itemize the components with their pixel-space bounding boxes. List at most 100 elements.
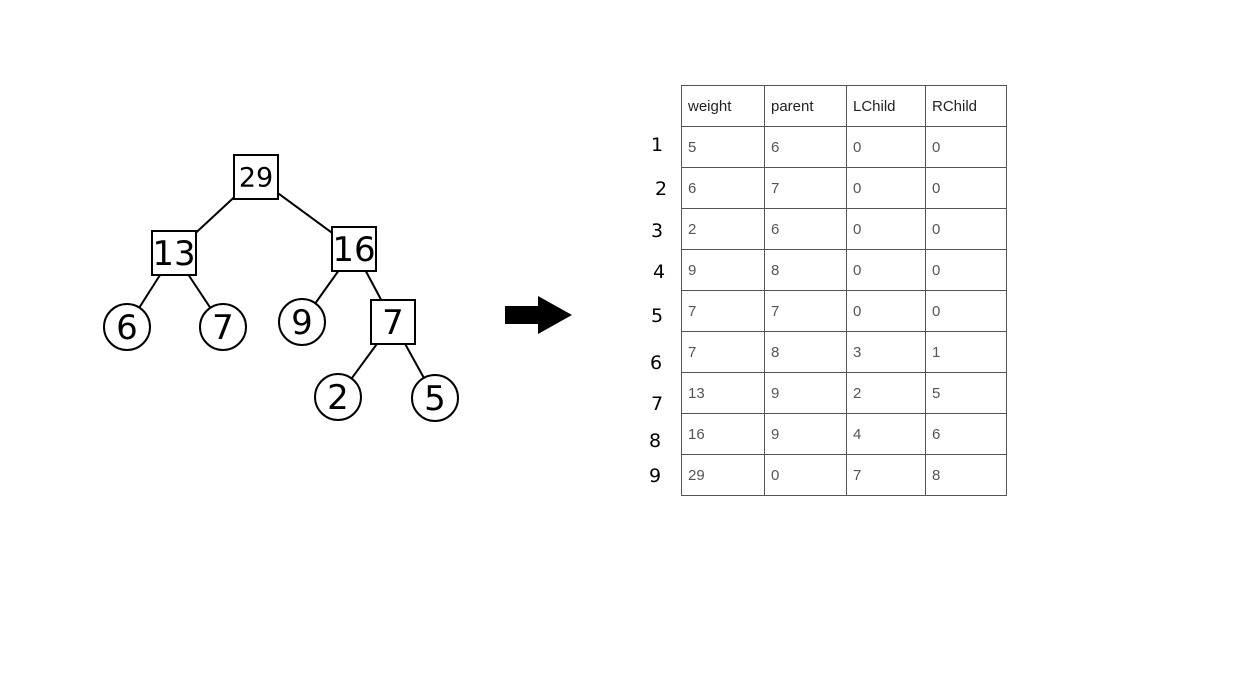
internal-node: 13 xyxy=(151,230,197,276)
leaf-node: 6 xyxy=(103,303,151,351)
cell-lchild: 0 xyxy=(846,208,926,250)
cell-lchild: 0 xyxy=(846,290,926,332)
table-row: 6 7 0 0 xyxy=(681,167,1007,209)
cell-weight: 13 xyxy=(681,372,765,414)
cell-rchild: 0 xyxy=(925,249,1007,291)
cell-parent: 7 xyxy=(764,290,847,332)
cell-rchild: 5 xyxy=(925,372,1007,414)
cell-parent: 0 xyxy=(764,454,847,496)
row-number: 9 xyxy=(648,465,662,487)
cell-rchild: 6 xyxy=(925,413,1007,455)
node-circle xyxy=(411,374,459,422)
cell-lchild: 3 xyxy=(846,331,926,373)
table-row: 9 8 0 0 xyxy=(681,249,1007,291)
node-square xyxy=(151,230,197,276)
table-row: 7 7 0 0 xyxy=(681,290,1007,332)
cell-rchild: 0 xyxy=(925,208,1007,250)
cell-parent: 9 xyxy=(764,372,847,414)
cell-lchild: 7 xyxy=(846,454,926,496)
cell-lchild: 2 xyxy=(846,372,926,414)
node-label: 9 xyxy=(291,303,313,343)
cell-parent: 6 xyxy=(764,208,847,250)
huffman-table: weight parent LChild RChild 5 6 0 0 6 7 … xyxy=(681,85,1007,496)
table-row: 16 9 4 6 xyxy=(681,413,1007,455)
leaf-node: 9 xyxy=(278,298,326,346)
node-label: 2 xyxy=(327,378,349,418)
cell-weight: 16 xyxy=(681,413,765,455)
cell-lchild: 4 xyxy=(846,413,926,455)
row-number: 2 xyxy=(654,178,668,200)
leaf-node: 2 xyxy=(314,373,362,421)
cell-weight: 9 xyxy=(681,249,765,291)
tree-edge xyxy=(138,274,161,309)
cell-weight: 7 xyxy=(681,331,765,373)
cell-parent: 8 xyxy=(764,249,847,291)
node-circle xyxy=(199,303,247,351)
cell-rchild: 0 xyxy=(925,290,1007,332)
cell-parent: 9 xyxy=(764,413,847,455)
node-circle xyxy=(278,298,326,346)
table-row: 2 6 0 0 xyxy=(681,208,1007,250)
row-number-column: 1 2 3 4 5 6 7 8 9 xyxy=(640,0,680,684)
cell-rchild: 0 xyxy=(925,126,1007,168)
cell-rchild: 8 xyxy=(925,454,1007,496)
cell-lchild: 0 xyxy=(846,167,926,209)
table-row: 5 6 0 0 xyxy=(681,126,1007,168)
node-label: 29 xyxy=(239,163,273,194)
tree-edge xyxy=(404,343,425,379)
node-square xyxy=(331,226,377,272)
table-row: 13 9 2 5 xyxy=(681,372,1007,414)
table-row: 7 8 3 1 xyxy=(681,331,1007,373)
node-circle xyxy=(314,373,362,421)
row-number: 1 xyxy=(650,134,664,156)
cell-parent: 6 xyxy=(764,126,847,168)
header-rchild: RChild xyxy=(925,85,1007,127)
cell-weight: 7 xyxy=(681,290,765,332)
right-arrow-icon xyxy=(505,296,572,334)
row-number: 4 xyxy=(652,261,666,283)
row-number: 7 xyxy=(650,393,664,415)
row-number: 8 xyxy=(648,430,662,452)
cell-weight: 2 xyxy=(681,208,765,250)
tree-edge xyxy=(277,192,333,234)
header-parent: parent xyxy=(764,85,847,127)
leaf-node: 5 xyxy=(411,374,459,422)
cell-weight: 29 xyxy=(681,454,765,496)
header-weight: weight xyxy=(681,85,765,127)
cell-rchild: 1 xyxy=(925,331,1007,373)
node-label: 7 xyxy=(212,308,234,348)
tree-edge xyxy=(195,196,235,234)
internal-node: 7 xyxy=(370,299,416,345)
table-row: 29 0 7 8 xyxy=(681,454,1007,496)
tree-edge xyxy=(187,274,212,309)
tree-edge xyxy=(364,270,383,301)
node-square xyxy=(233,154,279,200)
tree-edge xyxy=(314,270,340,304)
cell-lchild: 0 xyxy=(846,126,926,168)
node-label: 16 xyxy=(332,230,375,270)
leaf-node: 7 xyxy=(199,303,247,351)
row-number: 5 xyxy=(650,305,664,327)
tree-edges xyxy=(138,192,425,380)
node-circle xyxy=(103,303,151,351)
cell-parent: 7 xyxy=(764,167,847,209)
cell-rchild: 0 xyxy=(925,167,1007,209)
cell-weight: 5 xyxy=(681,126,765,168)
node-square xyxy=(370,299,416,345)
node-label: 13 xyxy=(152,234,195,274)
node-label: 5 xyxy=(424,379,446,419)
node-label: 6 xyxy=(116,308,138,348)
internal-node: 16 xyxy=(331,226,377,272)
cell-lchild: 0 xyxy=(846,249,926,291)
node-label: 7 xyxy=(382,303,404,343)
row-number: 3 xyxy=(650,220,664,242)
cell-weight: 6 xyxy=(681,167,765,209)
cell-parent: 8 xyxy=(764,331,847,373)
table-header-row: weight parent LChild RChild xyxy=(681,85,1007,127)
tree-edge xyxy=(350,343,378,380)
header-lchild: LChild xyxy=(846,85,926,127)
row-number: 6 xyxy=(649,352,663,374)
internal-node: 29 xyxy=(233,154,279,200)
